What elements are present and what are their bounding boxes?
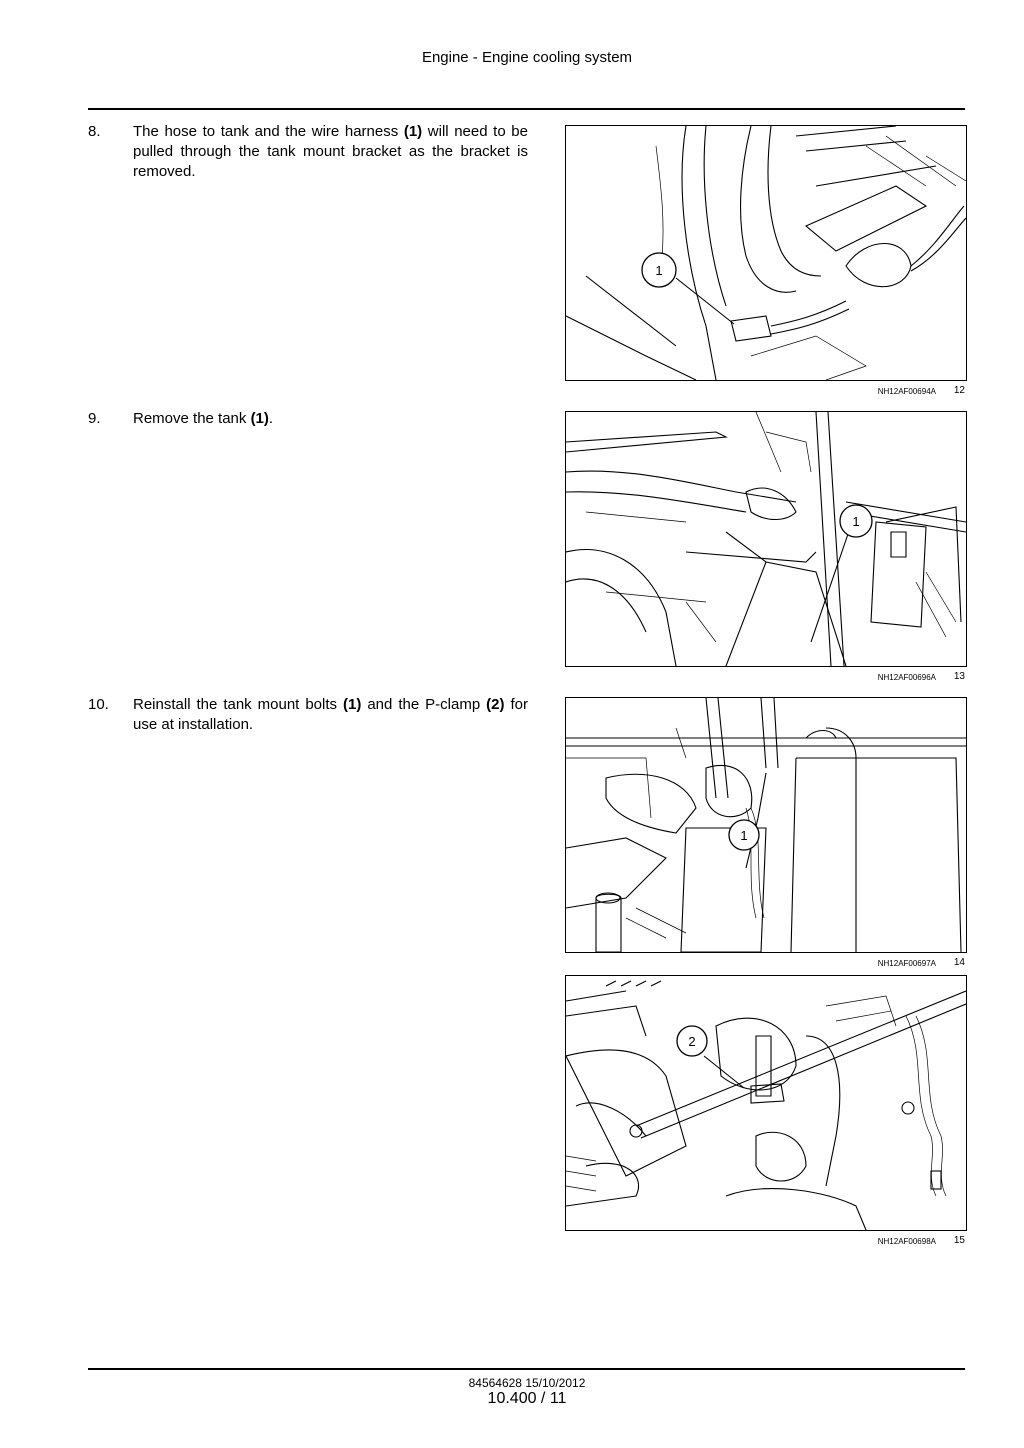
step-ref-callout: (1) (343, 696, 362, 713)
svg-text:1: 1 (740, 828, 747, 843)
step-10: 10. Reinstall the tank mount bolts (1) a… (88, 695, 528, 735)
header-rule (88, 108, 965, 110)
figure-number: 13 (953, 671, 965, 682)
step-text-part: . (268, 410, 274, 427)
figure-number: 14 (953, 957, 965, 968)
figure-14-callout: 1 (728, 819, 760, 851)
figure-13-callout: 1 (839, 504, 873, 538)
figure-code: NH12AF00696A (877, 673, 936, 682)
figure-12-illustration: 1 (565, 125, 967, 381)
step-text-part: will need to be pulled through the tank … (133, 123, 528, 180)
step-number: 9. (88, 410, 101, 427)
svg-text:2: 2 (688, 1034, 695, 1049)
figure-number: 15 (953, 1235, 965, 1246)
step-ref-callout: (2) (486, 696, 505, 713)
step-text: Remove the tank (1). (133, 409, 528, 429)
step-text-part: and the P-clamp (361, 696, 487, 713)
step-text-part: Reinstall the tank mount bolts (133, 696, 343, 713)
svg-text:1: 1 (852, 514, 859, 529)
figure-12-callout: 1 (641, 252, 677, 288)
figure-14-illustration: 1 (565, 697, 967, 953)
step-9: 9. Remove the tank (1). (88, 409, 528, 429)
step-text: The hose to tank and the wire harness (1… (133, 122, 528, 182)
step-number: 10. (88, 696, 109, 713)
footer-page-number: 10.400 / 11 (487, 1390, 567, 1407)
figure-code: NH12AF00698A (877, 1237, 936, 1246)
figure-code: NH12AF00697A (877, 959, 936, 968)
step-text: Reinstall the tank mount bolts (1) and t… (133, 695, 528, 735)
step-ref-callout: (1) (403, 123, 423, 140)
step-ref-callout: (1) (250, 410, 269, 427)
figure-15-illustration: 2 (565, 975, 967, 1231)
figure-code: NH12AF00694A (877, 387, 936, 396)
figure-13-illustration: 1 (565, 411, 967, 667)
svg-text:1: 1 (655, 263, 662, 278)
page-header-title: Engine - Engine cooling system (421, 49, 633, 66)
step-number: 8. (88, 123, 101, 140)
step-text-part: Remove the tank (133, 410, 251, 427)
step-text-part: for use at installation. (133, 696, 528, 733)
figure-15-callout: 2 (676, 1025, 708, 1057)
step-text-part: The hose to tank and the wire harness (133, 123, 404, 140)
figure-number: 12 (953, 385, 965, 396)
footer-rule (88, 1368, 965, 1370)
footer-doc-code: 84564628 15/10/2012 (468, 1376, 586, 1390)
step-8: 8. The hose to tank and the wire harness… (88, 122, 528, 182)
